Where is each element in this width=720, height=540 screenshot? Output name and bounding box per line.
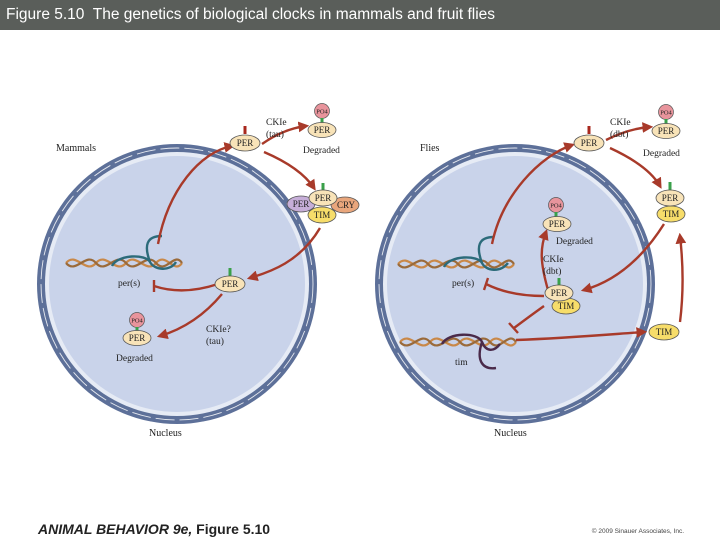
mammal-arrow-translation bbox=[156, 142, 236, 245]
fly-inhibition-tim bbox=[513, 305, 545, 329]
mammal-arrow-complex-formation bbox=[263, 150, 316, 191]
mammal-degraded-top-label: Degraded bbox=[303, 146, 340, 156]
fly-pathway-arrows bbox=[482, 122, 687, 342]
footer-copyright: © 2009 Sinauer Associates, Inc. bbox=[591, 528, 684, 535]
svg-text:PO4: PO4 bbox=[660, 110, 672, 117]
mammal-per-tim-cry-complex: PER CRY TIM PER bbox=[286, 183, 360, 224]
fly-arrow-per-translation bbox=[490, 142, 576, 245]
fly-enzyme-top-line2: (dbt) bbox=[610, 129, 628, 140]
mammal-per-protein-top: PER bbox=[229, 126, 261, 152]
fly-arrow-tim-to-complex bbox=[675, 232, 687, 323]
fly-enzyme-inner-line1: CKIe bbox=[543, 255, 564, 265]
fly-per-tim-complex-cytoplasm: TIM PER bbox=[655, 182, 686, 223]
svg-text:PER: PER bbox=[314, 125, 331, 135]
svg-text:PER: PER bbox=[658, 126, 675, 136]
mammal-nucleus-label: Nucleus bbox=[149, 428, 182, 439]
fly-arrow-degradation-inner bbox=[538, 228, 550, 291]
mammal-tim bbox=[307, 206, 337, 224]
mammal-enzyme-bottom-line2: (tau) bbox=[206, 336, 224, 347]
svg-text:CRY: CRY bbox=[337, 200, 356, 210]
mammals-panel-label: Mammals bbox=[56, 143, 96, 154]
svg-text:TIM: TIM bbox=[314, 210, 331, 220]
svg-text:PER: PER bbox=[551, 288, 568, 298]
mammal-arrow-degradation-bottom bbox=[156, 293, 223, 339]
flies-panel-label: Flies bbox=[420, 143, 440, 154]
mammal-nucleus bbox=[37, 144, 317, 424]
fly-arrow-nuclear-entry bbox=[580, 223, 666, 294]
fly-nucleoplasm bbox=[387, 156, 643, 412]
svg-text:PO4: PO4 bbox=[131, 318, 143, 325]
fly-inhibition-per bbox=[485, 282, 545, 298]
mammal-per-gene-dna bbox=[65, 234, 183, 270]
fly-enzyme-inner-line2: (dbt) bbox=[543, 266, 561, 277]
svg-text:PER: PER bbox=[581, 138, 598, 148]
fly-tim-protein: TIM bbox=[648, 323, 680, 341]
svg-text:PER: PER bbox=[293, 199, 310, 209]
mammal-per-protein-nuclear: PER bbox=[214, 268, 246, 293]
svg-text:PER: PER bbox=[237, 138, 254, 148]
svg-text:PER: PER bbox=[315, 193, 332, 203]
footer-book-title: ANIMAL BEHAVIOR 9e, bbox=[38, 521, 193, 537]
svg-text:PER: PER bbox=[662, 193, 679, 203]
mammal-inhibition-line bbox=[153, 282, 219, 292]
fly-tim-gene-label: tim bbox=[455, 358, 468, 368]
flies-panel: Flies Nucleus per(s) tim bbox=[375, 104, 687, 439]
mammal-nucleoplasm bbox=[49, 156, 305, 412]
fly-degraded-top-label: Degraded bbox=[643, 149, 680, 159]
footer-figure-number: Figure 5.10 bbox=[196, 521, 271, 537]
title-bar: Figure 5.10 The genetics of biological c… bbox=[0, 0, 720, 30]
mammal-enzyme-top-line1: CKIe bbox=[266, 118, 287, 128]
fly-arrow-tim-translation bbox=[515, 327, 648, 342]
mammal-arrow-nuclear-entry bbox=[246, 227, 322, 281]
mammal-per-center bbox=[308, 189, 338, 207]
fly-nucleus-label: Nucleus bbox=[494, 428, 527, 439]
svg-text:PO4: PO4 bbox=[550, 203, 562, 210]
fly-per-tim-complex-nuclear: TIM PER bbox=[544, 278, 581, 315]
mammal-enzyme-top-line2: (tau) bbox=[266, 129, 284, 140]
fly-per-gene-label: per(s) bbox=[452, 278, 474, 289]
clock-genetics-diagram: Mammals Nucleus per(s) PER CKIe (tau) bbox=[37, 103, 687, 439]
fly-arrow-degradation-top bbox=[605, 122, 654, 142]
footer-book-citation: ANIMAL BEHAVIOR 9e, Figure 5.10 bbox=[38, 521, 270, 537]
mammal-degraded-per-bottom: PO4 PER bbox=[122, 312, 152, 346]
svg-text:PER: PER bbox=[222, 279, 239, 289]
svg-text:PER: PER bbox=[549, 219, 566, 229]
mammal-enzyme-bottom-line1: CKIe? bbox=[206, 325, 231, 335]
fly-degraded-per-inner: PO4 PER bbox=[542, 197, 572, 232]
mammal-pathway-arrows bbox=[152, 121, 322, 339]
svg-text:TIM: TIM bbox=[558, 301, 575, 311]
svg-text:PER: PER bbox=[129, 333, 146, 343]
mammal-degraded-per-top: PO4 PER bbox=[307, 103, 337, 138]
svg-text:PO4: PO4 bbox=[316, 109, 328, 116]
fly-per-protein-top: PER bbox=[573, 126, 605, 152]
mammal-degraded-bottom-label: Degraded bbox=[116, 354, 153, 364]
fly-degraded-per-top: PO4 PER bbox=[651, 104, 681, 139]
fly-tim-gene-dna bbox=[399, 333, 517, 370]
fly-degraded-inner-label: Degraded bbox=[556, 237, 593, 247]
mammal-arrow-degradation-top bbox=[261, 121, 310, 145]
page-title: Figure 5.10 The genetics of biological c… bbox=[6, 6, 496, 23]
svg-text:TIM: TIM bbox=[663, 209, 680, 219]
fly-nucleus bbox=[375, 144, 655, 424]
mammals-panel: Mammals Nucleus per(s) PER CKIe (tau) bbox=[37, 103, 360, 439]
fly-enzyme-top-line1: CKIe bbox=[610, 118, 631, 128]
svg-text:TIM: TIM bbox=[656, 327, 673, 337]
fly-per-gene-dna bbox=[397, 235, 515, 271]
fly-arrow-complex-formation bbox=[609, 146, 662, 189]
mammal-gene-label: per(s) bbox=[118, 278, 140, 289]
